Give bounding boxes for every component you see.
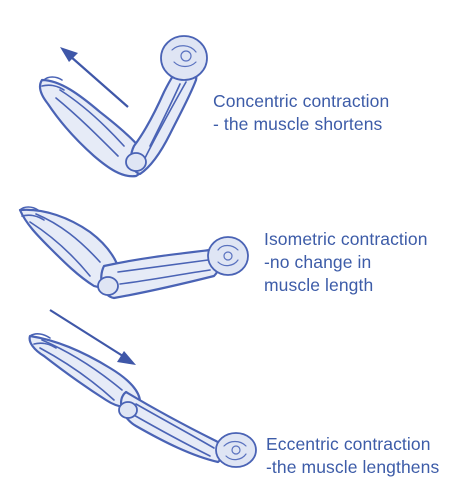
eccentric-description: -the muscle lengthens xyxy=(266,457,440,477)
eccentric-title: Eccentric contraction xyxy=(266,434,431,454)
concentric-caption: Concentric contraction - the muscle shor… xyxy=(213,90,389,136)
concentric-arm xyxy=(38,35,208,178)
eccentric-arm xyxy=(28,309,257,468)
isometric-shoulder-joint xyxy=(207,236,249,276)
eccentric-elbow-joint xyxy=(118,401,138,419)
isometric-description-line1: -no change in xyxy=(264,252,372,272)
isometric-title: Isometric contraction xyxy=(264,229,428,249)
isometric-arm xyxy=(18,206,249,300)
concentric-title: Concentric contraction xyxy=(213,91,390,111)
eccentric-upper-arm xyxy=(119,390,224,464)
eccentric-caption: Eccentric contraction -the muscle length… xyxy=(266,433,439,479)
concentric-shoulder-joint xyxy=(160,35,208,81)
eccentric-shoulder-joint xyxy=(215,432,257,468)
concentric-arrow xyxy=(60,47,129,108)
concentric-description: - the muscle shortens xyxy=(213,114,383,134)
concentric-forearm xyxy=(38,78,145,178)
eccentric-arrow xyxy=(49,309,136,365)
concentric-elbow-joint xyxy=(125,152,147,172)
isometric-caption: Isometric contraction -no change in musc… xyxy=(264,228,428,297)
isometric-description-line2: muscle length xyxy=(264,275,374,295)
isometric-upper-arm xyxy=(100,248,220,300)
isometric-elbow-joint xyxy=(97,276,119,296)
